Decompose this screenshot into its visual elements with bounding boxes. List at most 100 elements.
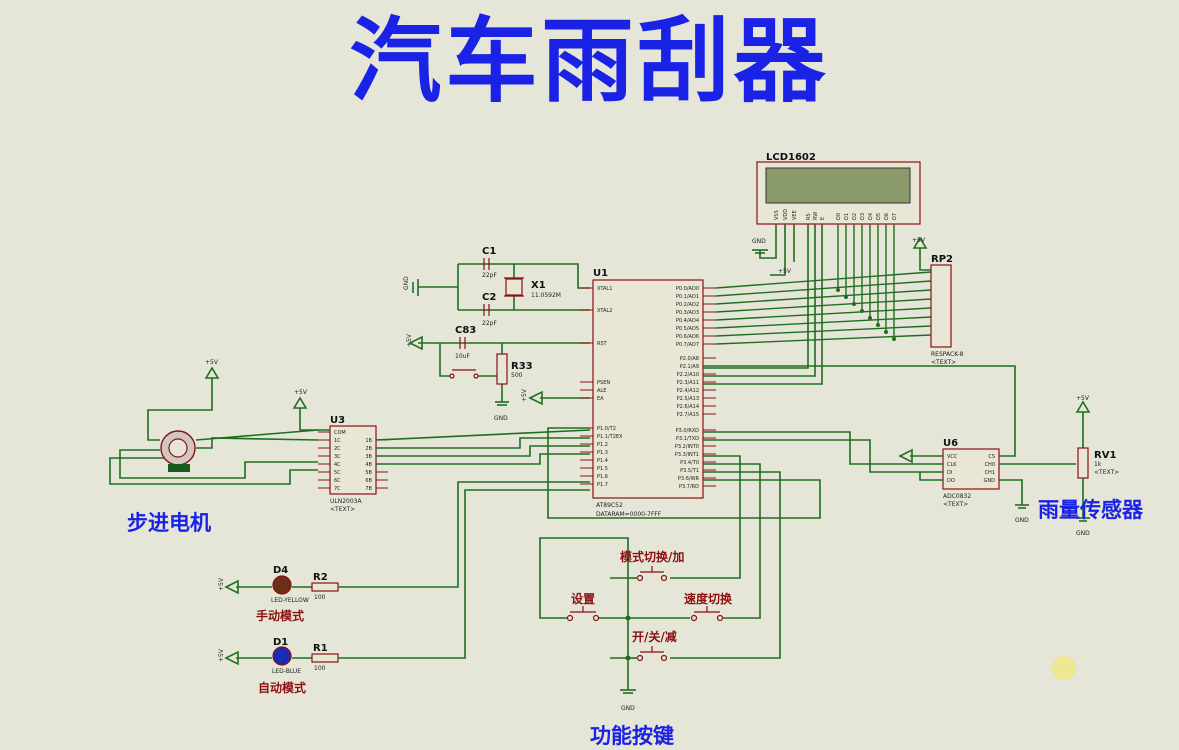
junction-dot [868, 316, 872, 320]
button-wiring: GND [539, 427, 821, 712]
pin-label: D5 [876, 213, 882, 220]
pin-label: VCC [947, 454, 958, 460]
label-on-off-sub: 开/关/减 [632, 630, 677, 644]
pin-label: P2.4/A12 [677, 388, 699, 394]
pin-label: P3.2/INT0 [675, 444, 699, 450]
pin-label: D7 [892, 213, 898, 220]
pin-label: 3C [334, 454, 341, 460]
junction-dot [884, 330, 888, 334]
c1-label: C1 [482, 246, 496, 257]
pin-label: XTAL1 [597, 286, 612, 292]
d4-label: D4 [273, 565, 288, 576]
pin-label: D2 [852, 213, 858, 220]
pin-label: 4B [365, 462, 372, 468]
pin-label: P1.0/T2 [597, 426, 616, 432]
bus-wire [715, 325, 932, 337]
c1-value: 22pF [482, 272, 497, 279]
pin-label: 6C [334, 478, 341, 484]
gnd-label-crystal: GND [403, 276, 410, 290]
led-d1: +5V D1 LED-BLUE R1 100 [218, 489, 590, 675]
bus-wire [715, 289, 932, 305]
pin-label: RW [813, 212, 819, 220]
pin-label: EA [597, 396, 604, 402]
pin-label: P0.6/AD6 [676, 334, 699, 340]
u6-part: ADC0832 [943, 493, 971, 500]
gnd-label-reset: GND [494, 415, 508, 422]
pin-label: PSEN [597, 380, 610, 386]
pin-label: CH1 [985, 470, 995, 476]
pin-label: VSS [774, 210, 780, 220]
stepper-motor: +5V [109, 359, 319, 485]
label-rain-sensor: 雨量传感器 [1038, 498, 1143, 522]
button-on-off-sub[interactable] [628, 646, 668, 662]
r2-value: 100 [314, 594, 326, 601]
page-title: 汽车雨刮器 [349, 8, 830, 115]
u6-label: U6 [943, 438, 958, 449]
d1-part: LED-BLUE [272, 668, 301, 675]
pin-label: P3.1/TXD [676, 436, 699, 442]
pin-label: 1C [334, 438, 341, 444]
rv1-text: <TEXT> [1094, 469, 1119, 476]
pin-label: P2.6/A14 [677, 404, 699, 410]
pin-label: COM [334, 430, 346, 436]
pin-label: XTAL2 [597, 308, 612, 314]
pin-label: 6B [365, 478, 372, 484]
pin-label: E [820, 217, 826, 220]
vcc-label-uln: +5V [294, 389, 308, 396]
gnd-label-buttons: GND [621, 705, 635, 712]
vcc-label-motor: +5V [205, 359, 219, 366]
bus-wire [715, 298, 932, 313]
pin-label: RST [597, 341, 608, 347]
pin-label: 4C [334, 462, 341, 468]
mcu-right-pins: P0.0/AD0P0.1/AD1P0.2/AD2P0.3/AD3P0.4/AD4… [675, 286, 716, 490]
junction-dot [876, 323, 880, 327]
bus-wire [715, 280, 932, 297]
x1-label: X1 [531, 280, 546, 291]
label-set: 设置 [571, 592, 596, 606]
pin-label: P3.7/RD [679, 484, 699, 490]
pin-label: 1B [365, 438, 372, 444]
r33-label: R33 [511, 361, 533, 372]
junction-dot [836, 288, 840, 292]
pin-label: P3.5/T1 [680, 468, 699, 474]
label-manual-mode: 手动模式 [256, 609, 305, 623]
pin-label: D0 [836, 213, 842, 220]
pin-label: DI [947, 470, 952, 476]
vcc-label-d1: +5V [218, 648, 225, 662]
pin-label: 3B [365, 454, 372, 460]
c83-value: 10uF [455, 353, 470, 360]
bus-wire [715, 316, 932, 329]
pin-label: P3.6/WR [678, 476, 700, 482]
crystal-circuit: C1 22pF C2 22pF X1 11.0592M GND [403, 246, 590, 327]
pin-label: P2.1/A9 [680, 364, 699, 370]
pin-label: P3.4/T0 [680, 460, 699, 466]
pin-label: P1.1/T2EX [597, 434, 623, 440]
pin-label: D6 [884, 213, 890, 220]
vcc-label-ea: +5V [521, 388, 528, 402]
label-speed-switch: 速度切换 [684, 592, 733, 606]
vcc-label-reset: +5V [406, 333, 413, 347]
button-set[interactable] [566, 606, 600, 622]
u6-text: <TEXT> [943, 501, 968, 508]
button-mode-add[interactable] [628, 566, 668, 582]
vcc-label-rp2: +5V [912, 237, 926, 244]
u3-part: ULN2003A [330, 498, 362, 505]
label-mode-switch-add: 模式切换/加 [620, 550, 685, 564]
vcc-label-rv1: +5V [1076, 395, 1090, 402]
lcd-label: LCD1602 [766, 152, 816, 163]
pin-label: GND [984, 478, 996, 484]
c2-value: 22pF [482, 320, 497, 327]
button-speed-switch[interactable] [690, 606, 724, 622]
pin-label: VEE [792, 210, 798, 220]
rv1-value: 1k [1094, 461, 1102, 468]
data-bus [715, 225, 932, 345]
r33-value: 500 [511, 372, 523, 379]
pin-label: 7C [334, 486, 341, 492]
pin-label: P0.0/AD0 [676, 286, 699, 292]
pin-label: P0.7/AD7 [676, 342, 699, 348]
pin-label: VDD [783, 209, 789, 220]
u3-label: U3 [330, 415, 345, 426]
mcu-ram: DATARAM=0000-7FFF [596, 511, 662, 518]
pin-label: P1.4 [597, 458, 608, 464]
bus-wire [715, 334, 932, 345]
